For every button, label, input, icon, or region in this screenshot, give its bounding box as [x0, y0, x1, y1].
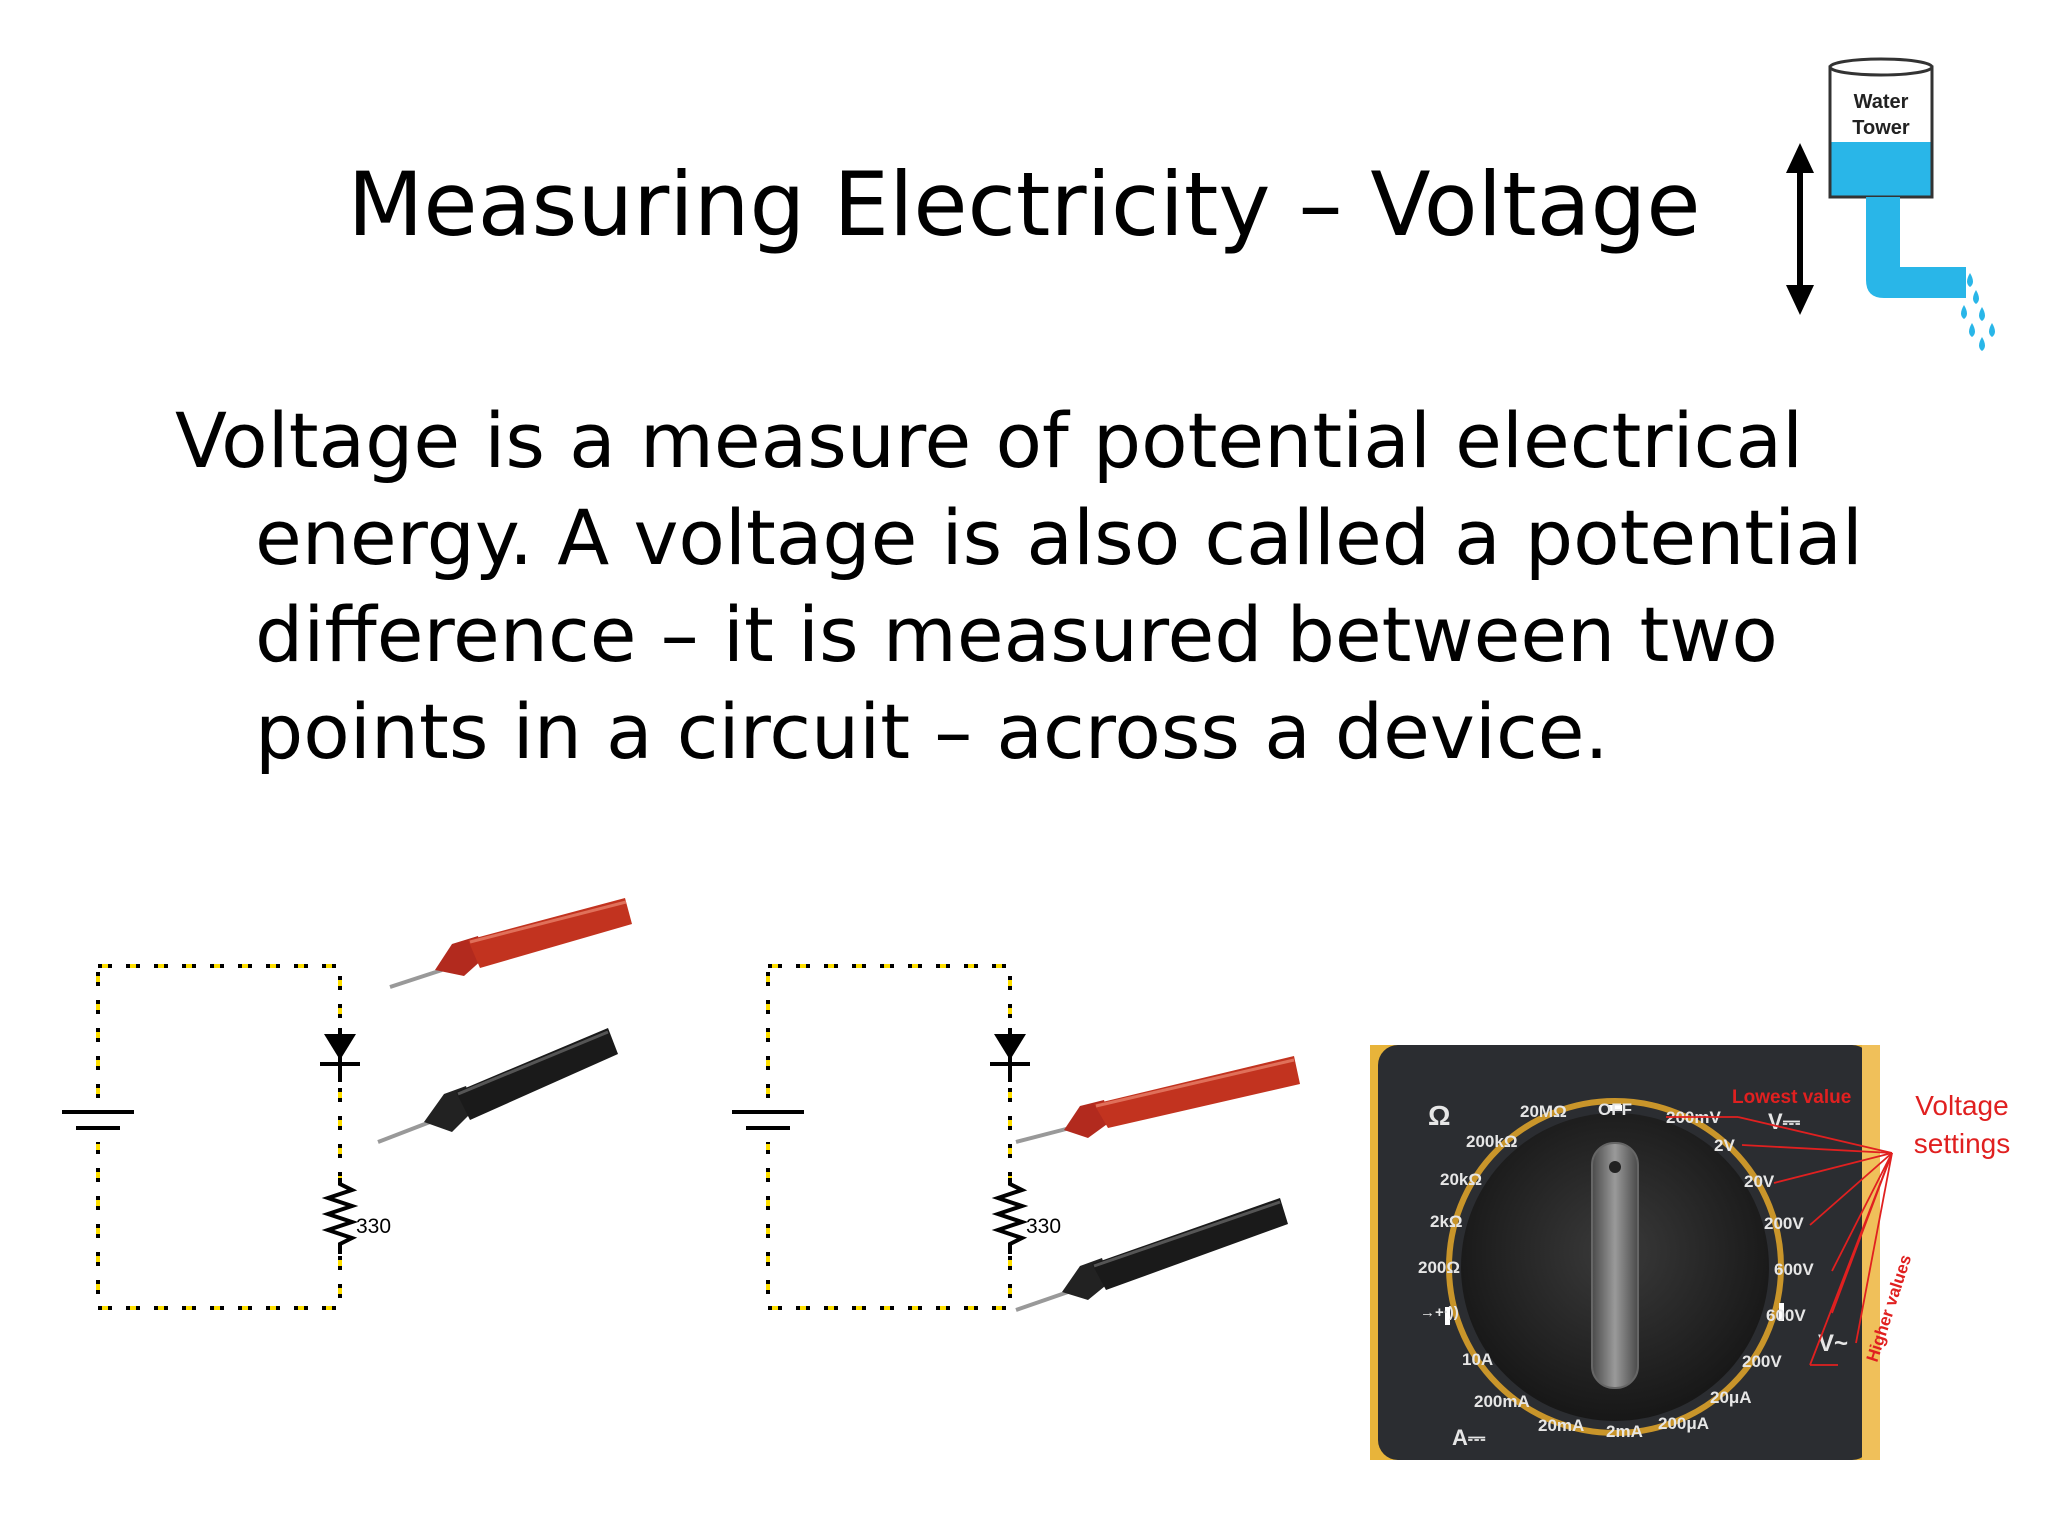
slide-title: Measuring Electricity – Voltage	[347, 153, 1701, 256]
resistor-icon	[991, 1178, 1029, 1254]
label-200k: 200kΩ	[1466, 1132, 1517, 1151]
label-diode: →+·))	[1420, 1304, 1459, 1321]
label-20k: 20kΩ	[1440, 1170, 1482, 1189]
label-600v-ac: 600V	[1766, 1306, 1806, 1325]
label-2v: 2V	[1714, 1136, 1735, 1155]
water-tower-label-line2: Tower	[1852, 117, 1910, 139]
water-tower-graphic: Water Tower	[1786, 57, 1995, 351]
label-200v: 200V	[1764, 1214, 1804, 1233]
circuit-wire	[96, 964, 342, 1310]
label-off: OFF	[1598, 1100, 1632, 1119]
label-20ma: 20mA	[1538, 1416, 1584, 1435]
label-2k: 2kΩ	[1430, 1212, 1463, 1231]
double-arrow-icon	[1786, 143, 1814, 315]
dial-pointer[interactable]	[1591, 1142, 1639, 1389]
voltage-settings-annotation: Voltage settings	[1914, 1090, 2011, 1159]
label-20M: 20MΩ	[1520, 1102, 1567, 1121]
water-drops-icon	[1961, 273, 1995, 351]
diode-icon	[320, 1028, 360, 1082]
annotation-lowest-value: Lowest value	[1732, 1087, 1851, 1108]
label-2ma: 2mA	[1606, 1422, 1643, 1441]
label-vac: V~	[1818, 1330, 1848, 1357]
label-10a: 10A	[1462, 1350, 1493, 1369]
annotation-voltage-settings-line2: settings	[1914, 1128, 2011, 1159]
slide-body-text: Voltage is a measure of potential electr…	[175, 396, 1863, 776]
battery-icon	[62, 1106, 134, 1142]
resistor-icon	[321, 1178, 359, 1254]
label-adc: A⎓	[1452, 1425, 1486, 1450]
label-20ua: 20μA	[1710, 1388, 1752, 1407]
water-tower-label-line1: Water	[1854, 91, 1909, 113]
circuit-wire	[766, 964, 1012, 1310]
label-200v-ac: 200V	[1742, 1352, 1782, 1371]
label-ohm: Ω	[1428, 1100, 1450, 1131]
label-200ma: 200mA	[1474, 1392, 1530, 1411]
annotation-voltage-settings-line1: Voltage	[1915, 1090, 2008, 1121]
red-probe-icon	[389, 898, 632, 989]
label-200ohm: 200Ω	[1418, 1258, 1460, 1277]
label-20v: 20V	[1744, 1172, 1775, 1191]
tank-icon	[1828, 57, 1966, 298]
circuit-diagram-2: 330	[732, 964, 1300, 1312]
black-probe-icon	[1015, 1198, 1288, 1312]
red-probe-icon	[1015, 1056, 1300, 1144]
circuit-diagram-1: 330	[62, 898, 632, 1310]
diode-icon	[990, 1028, 1030, 1082]
resistor-label: 330	[1026, 1215, 1061, 1238]
battery-icon	[732, 1106, 804, 1142]
black-probe-icon	[377, 1028, 618, 1144]
resistor-label: 330	[356, 1215, 391, 1238]
multimeter-dial-image: Ω 20MΩ OFF 200mV V⎓ 200kΩ 2V 20kΩ 20V 2k…	[1370, 1045, 1930, 1465]
label-600v-dc: 600V	[1774, 1260, 1814, 1279]
label-200ua: 200μA	[1658, 1414, 1709, 1433]
